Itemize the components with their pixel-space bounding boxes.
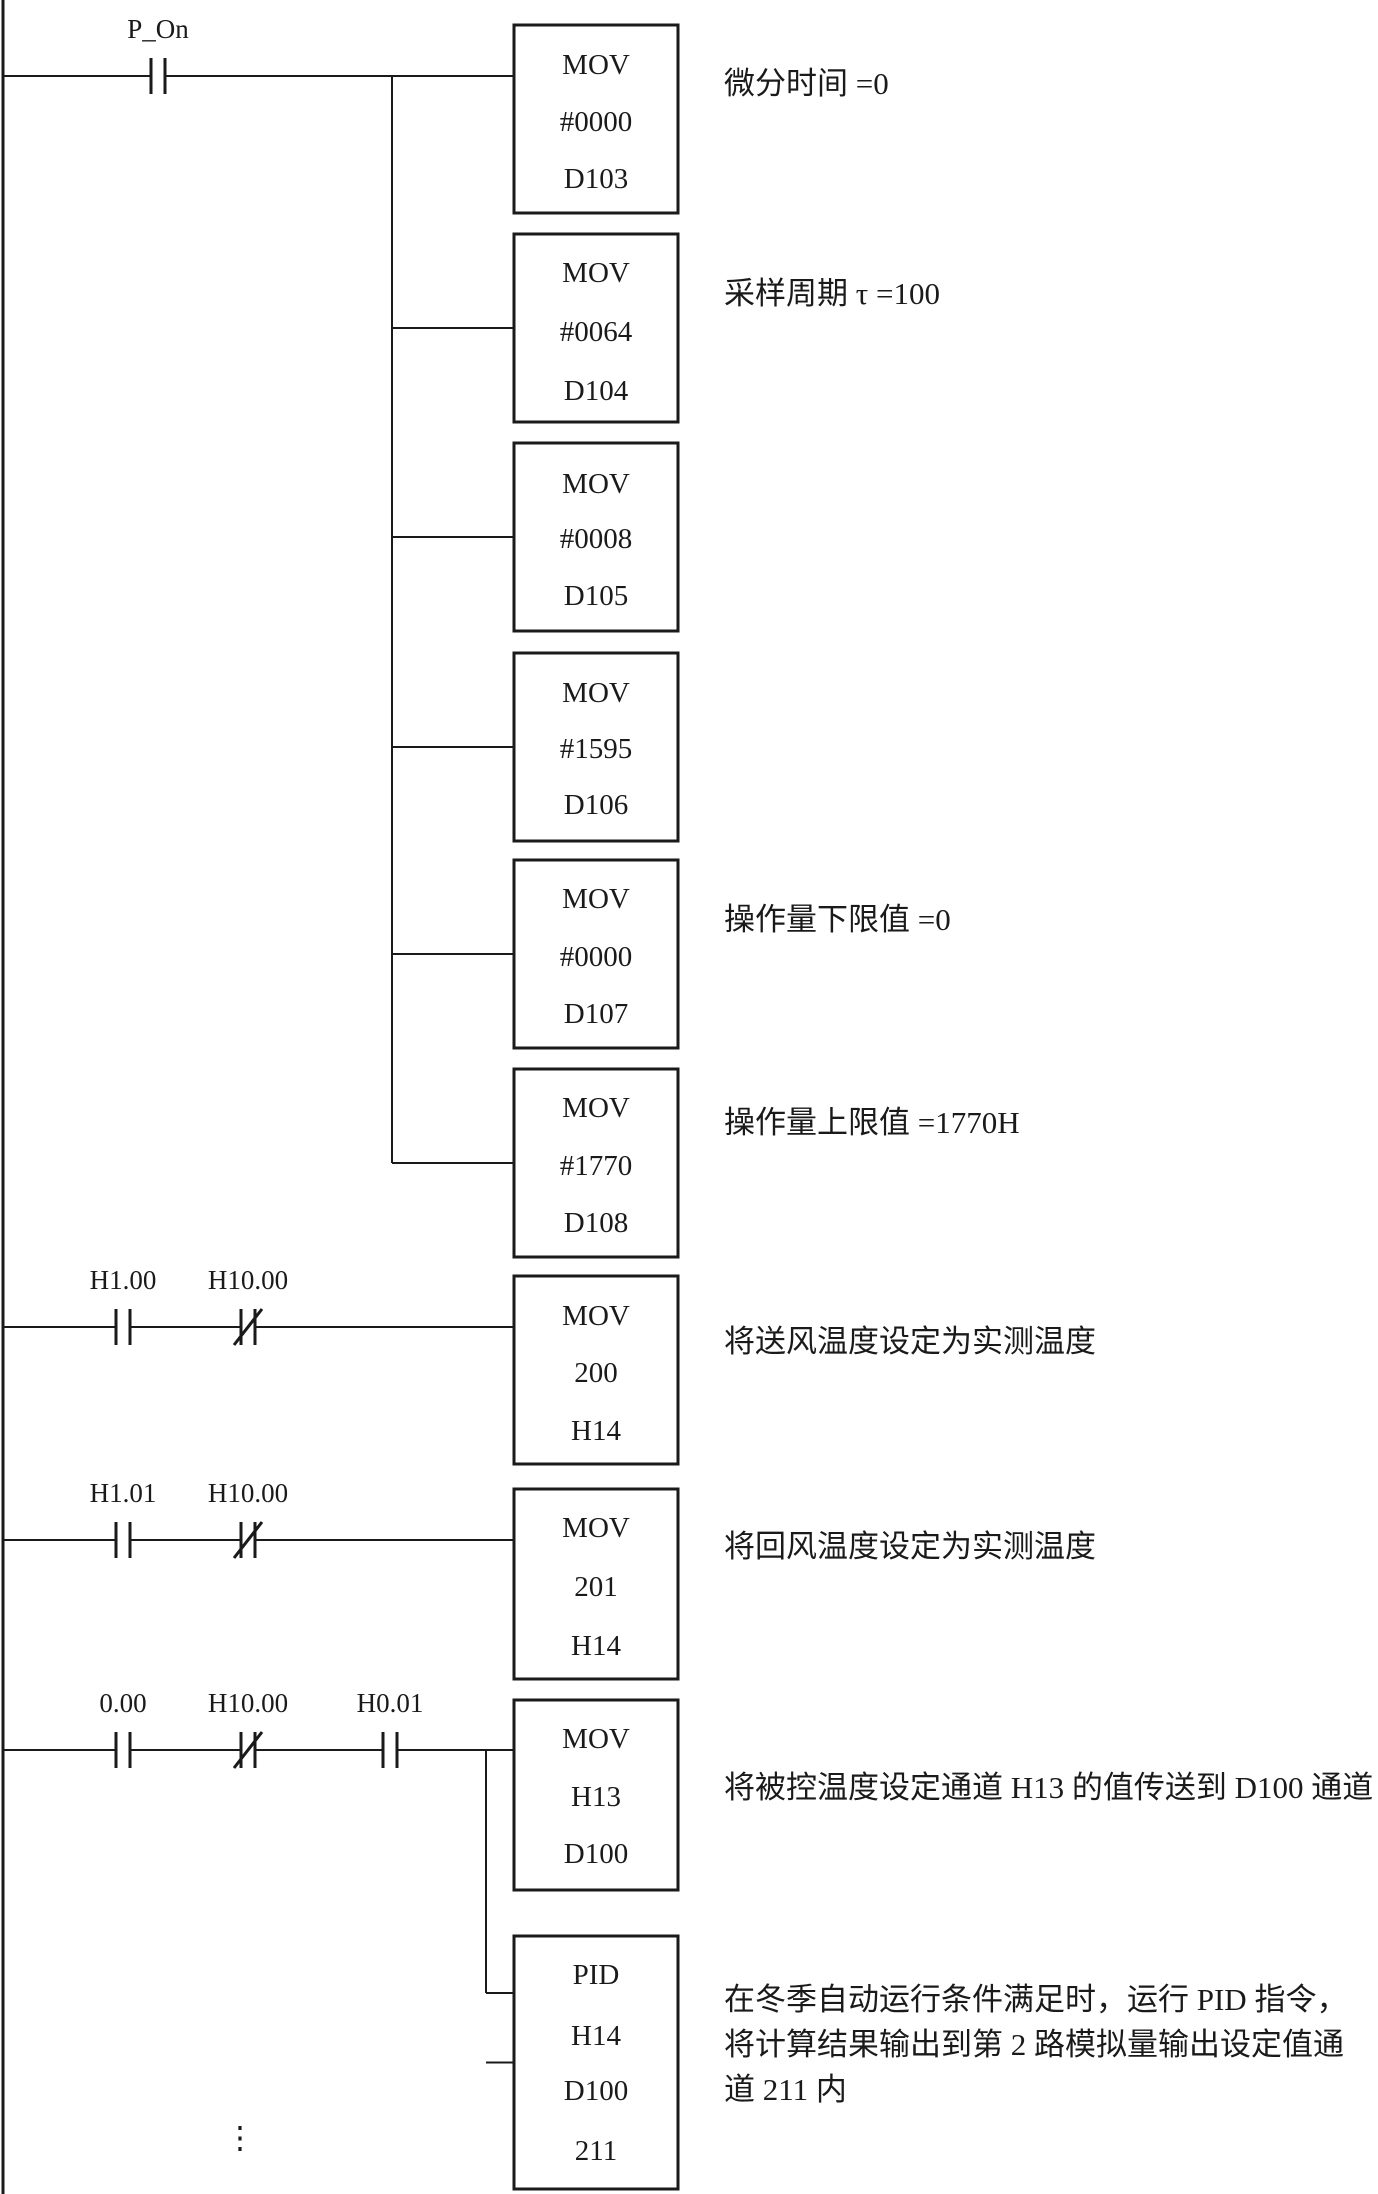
instruction-opcode: MOV — [562, 49, 630, 81]
instruction-block — [512, 1274, 680, 1466]
instruction-operand: H14 — [571, 1630, 621, 1662]
instruction-opcode: MOV — [562, 257, 630, 289]
wire-layer — [3, 75, 514, 2064]
rung-comment: 将送风温度设定为实测温度 — [724, 1324, 1096, 1359]
instruction-block — [512, 441, 680, 633]
instruction-block — [512, 858, 680, 1050]
rung-comment: 将回风温度设定为实测温度 — [724, 1529, 1096, 1564]
instruction-operand: D106 — [564, 789, 628, 821]
instruction-operand: #1770 — [560, 1150, 633, 1182]
contact-label: H1.00 — [90, 1265, 157, 1295]
instruction-operand: H14 — [571, 2020, 621, 2052]
instruction-opcode: MOV — [562, 1092, 630, 1124]
instruction-opcode: MOV — [562, 1723, 630, 1755]
instruction-operand: H13 — [571, 1781, 621, 1813]
instruction-block — [512, 1934, 680, 2191]
instruction-operand: #0000 — [560, 941, 633, 973]
rung-comment: 操作量下限值 =0 — [724, 902, 951, 937]
instruction-opcode: MOV — [562, 1512, 630, 1544]
instruction-block — [512, 651, 680, 843]
instruction-operand: D105 — [564, 580, 628, 612]
contact-nc-slash — [232, 1731, 264, 1769]
instruction-operand: D108 — [564, 1207, 628, 1239]
contact-label: H10.00 — [208, 1265, 288, 1295]
instruction-block — [512, 1698, 680, 1892]
instruction-operand: H14 — [571, 1415, 621, 1447]
rung-comment: 操作量上限值 =1770H — [724, 1105, 1020, 1140]
instruction-opcode: MOV — [562, 1300, 630, 1332]
contact-nc-slash — [232, 1308, 264, 1346]
instruction-operand: #0064 — [560, 316, 633, 348]
instruction-operand: D103 — [564, 163, 628, 195]
rung-comment: 道 211 内 — [724, 2072, 847, 2107]
contact-label: H10.00 — [208, 1688, 288, 1718]
instruction-block — [512, 23, 680, 215]
continuation-mark: ⋮ — [225, 2120, 256, 2155]
contact-label: H10.00 — [208, 1478, 288, 1508]
instruction-operand: D107 — [564, 998, 628, 1030]
instruction-block — [512, 232, 680, 424]
instruction-opcode: MOV — [562, 677, 630, 709]
contact-label: P_On — [127, 14, 189, 44]
rung-comment: 在冬季自动运行条件满足时，运行 PID 指令， — [724, 1982, 1347, 2017]
instruction-opcode: MOV — [562, 468, 630, 500]
instruction-operand: 211 — [575, 2135, 617, 2167]
rung-comment: 将被控温度设定通道 H13 的值传送到 D100 通道 — [724, 1770, 1373, 1805]
instruction-operand: D104 — [564, 375, 629, 407]
instruction-operand: #1595 — [560, 733, 633, 765]
instruction-operand: D100 — [564, 1838, 628, 1870]
instruction-operand: #0000 — [560, 106, 633, 138]
instruction-block — [512, 1487, 680, 1681]
contact-label: 0.00 — [99, 1688, 146, 1718]
contact-nc-slash — [232, 1521, 264, 1559]
contact-label: H0.01 — [357, 1688, 424, 1718]
rung-comment: 采样周期 τ =100 — [724, 276, 940, 311]
instruction-operand: 200 — [574, 1357, 618, 1389]
instruction-opcode: MOV — [562, 883, 630, 915]
rung-comment: 微分时间 =0 — [724, 66, 889, 101]
contact-label: H1.01 — [90, 1478, 157, 1508]
instruction-opcode: PID — [573, 1959, 620, 1991]
instruction-block — [512, 1067, 680, 1259]
instruction-operand: D100 — [564, 2075, 628, 2107]
instruction-operand: #0008 — [560, 523, 633, 555]
rung-comment: 将计算结果输出到第 2 路模拟量输出设定值通 — [724, 2027, 1344, 2062]
instruction-operand: 201 — [574, 1571, 618, 1603]
